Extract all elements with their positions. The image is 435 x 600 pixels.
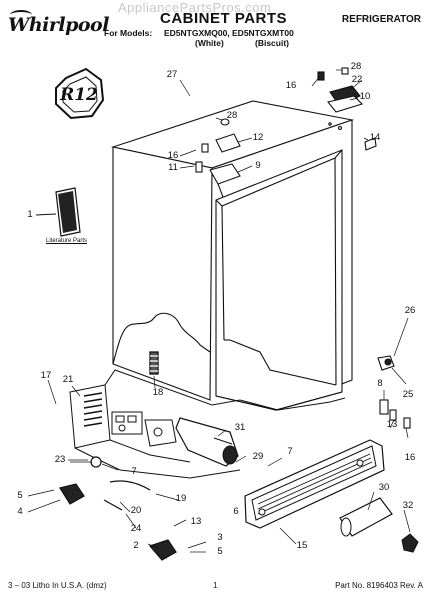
leader-lines: [27, 69, 411, 553]
callout-2: 2: [133, 540, 139, 551]
page-title: CABINET PARTS: [160, 10, 288, 27]
badge-text: R12: [59, 85, 98, 105]
callout-12: 12: [252, 132, 264, 143]
drain-tube: [149, 351, 159, 375]
callout-27: 27: [166, 69, 178, 80]
appliance-category: REFRIGERATOR: [341, 14, 421, 25]
callout-8: 8: [377, 378, 383, 389]
callout-9: 9: [255, 160, 261, 171]
callout-19: 19: [175, 493, 187, 504]
water-filter: [339, 497, 419, 553]
model-list: For Models: ED5NTGXMQ00, ED5NTGXMT00: [104, 28, 294, 38]
lower-bracket: [377, 355, 411, 429]
variant-white: (White): [195, 38, 224, 48]
callout-20: 20: [130, 505, 142, 516]
part-number: Part No. 8196403 Rev. A: [335, 581, 423, 590]
callout-25: 25: [402, 389, 414, 400]
callout-31: 31: [234, 422, 246, 433]
callout-7: 7: [287, 446, 293, 457]
callout-21: 21: [62, 374, 74, 385]
callout-26: 26: [404, 305, 416, 316]
callout-16: 16: [404, 452, 416, 463]
callout-28: 28: [226, 110, 238, 121]
duct-part: [175, 417, 239, 467]
callout-3: 3: [217, 532, 223, 543]
callout-6: 6: [233, 506, 239, 517]
callout-14: 14: [369, 132, 381, 143]
brand-name: Whirlpool: [8, 14, 109, 36]
footer-litho: 3 – 03 Litho In U.S.A. (dmz): [8, 581, 107, 590]
callout-23: 23: [54, 454, 66, 465]
brand-swoosh: [10, 10, 32, 20]
watermark: AppliancePartsPros.com: [118, 0, 272, 15]
callout-17: 17: [40, 370, 52, 381]
brand-logo: Whirlpool: [8, 10, 109, 42]
callout-13: 13: [386, 419, 398, 430]
machine-compartment: [69, 369, 346, 479]
models-label: For Models:: [104, 28, 153, 38]
callout-1: 1: [27, 209, 33, 220]
callout-13: 13: [190, 516, 202, 527]
callout-11: 11: [168, 162, 178, 173]
callout-7: 7: [131, 466, 137, 477]
page-number: 1: [213, 581, 218, 590]
callout-4: 4: [17, 506, 23, 517]
callout-30: 30: [378, 482, 390, 493]
callout-10: 10: [359, 91, 371, 102]
callout-5: 5: [17, 490, 23, 501]
r12-badge: R12: [55, 67, 105, 120]
callout-32: 32: [402, 500, 414, 511]
callout-16: 16: [167, 150, 179, 161]
toe-grille: [244, 439, 385, 529]
model-numbers: ED5NTGXMQ00, ED5NTGXMT00: [164, 28, 294, 38]
callout-5: 5: [217, 546, 223, 557]
cabinet-body: [110, 100, 355, 411]
roller-assembly: [59, 456, 177, 561]
callout-15: 15: [296, 540, 308, 551]
callout-22: 22: [351, 74, 363, 85]
callout-24: 24: [130, 523, 142, 534]
literature-part: [35, 187, 81, 237]
literature-parts-label: Literature Parts: [46, 238, 88, 244]
callout-18: 18: [152, 387, 164, 398]
variant-biscuit: (Biscuit): [255, 38, 289, 48]
callout-28: 28: [350, 61, 362, 72]
top-hinge-hardware: [195, 67, 377, 185]
callout-16: 16: [285, 80, 297, 91]
callout-29: 29: [252, 451, 264, 462]
